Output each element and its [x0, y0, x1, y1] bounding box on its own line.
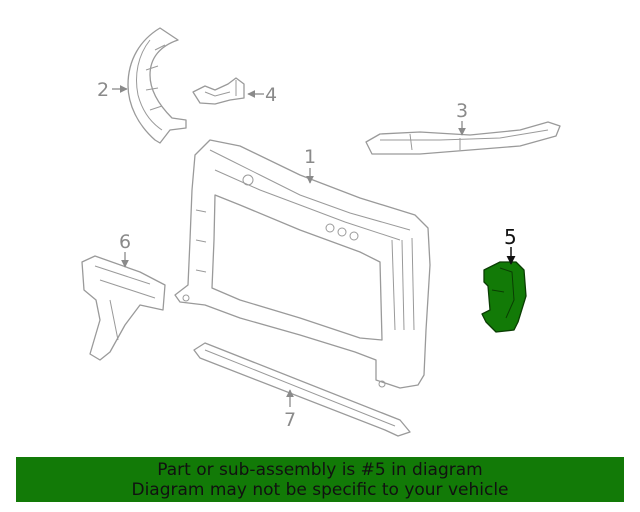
callout-6[interactable]: 6	[119, 231, 131, 253]
callout-4[interactable]: 4	[265, 84, 277, 106]
callout-1[interactable]: 1	[304, 146, 316, 168]
part-6-side-bracket[interactable]	[81, 255, 166, 361]
callout-7[interactable]: 7	[284, 409, 296, 431]
part-2-bracket[interactable]	[127, 27, 187, 144]
callout-3[interactable]: 3	[456, 100, 468, 122]
part-3-upper-bar[interactable]	[365, 121, 561, 155]
part-5-highlighted-bracket[interactable]	[481, 261, 527, 333]
banner-line-1: Part or sub-assembly is #5 in diagram	[157, 460, 483, 480]
parts-diagram: 2 4 3 1 6 7	[81, 27, 561, 437]
part-1-radiator-support[interactable]	[174, 139, 431, 389]
callout-5[interactable]: 5	[504, 225, 517, 249]
part-7-lower-bar[interactable]	[193, 342, 411, 437]
part-4-clip[interactable]	[192, 77, 245, 105]
callout-2[interactable]: 2	[97, 79, 109, 101]
info-banner: Part or sub-assembly is #5 in diagram Di…	[16, 457, 624, 502]
banner-line-2: Diagram may not be specific to your vehi…	[131, 480, 509, 500]
